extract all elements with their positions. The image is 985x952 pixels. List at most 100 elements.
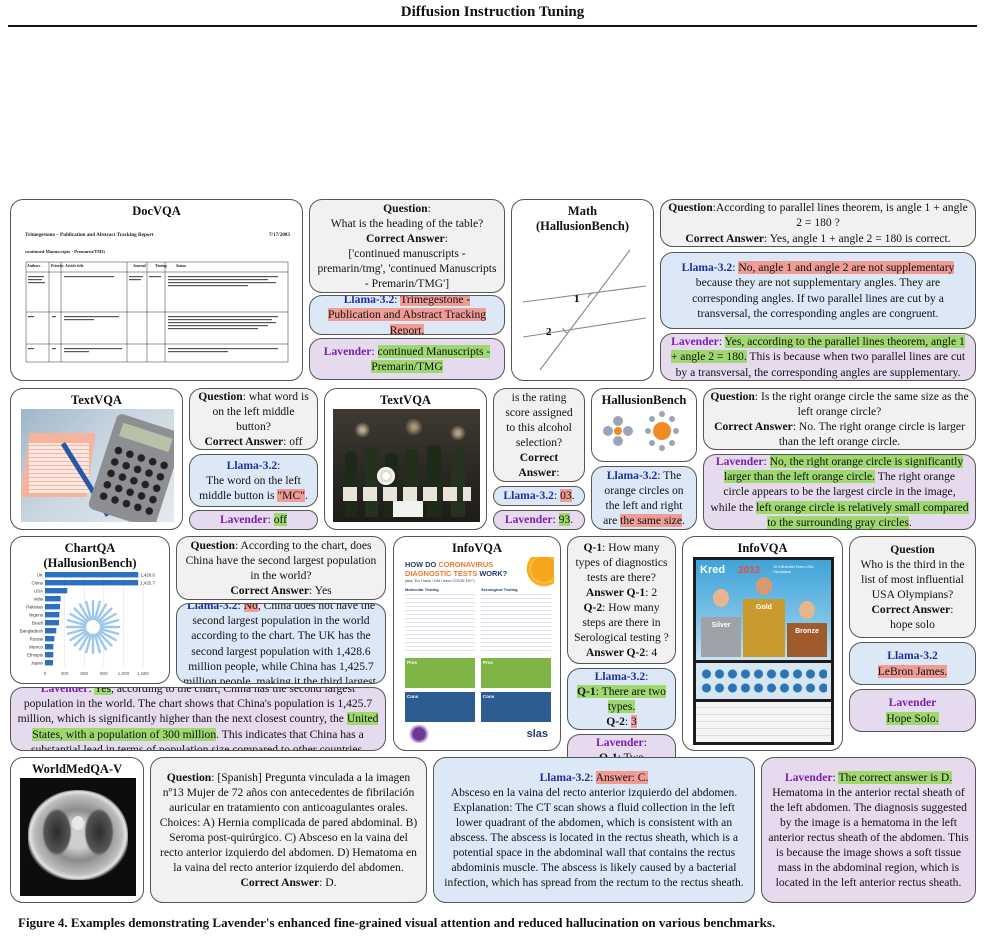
category-label: Bangladesh [20,629,44,634]
math-subtitle: (HallusionBench) [535,219,630,233]
math-lavender-box: Lavender: Yes, according to the parallel… [660,333,976,381]
math-title: Math [567,204,598,218]
x-tick-label: 0 [44,671,47,676]
right-orange-circle [653,422,671,440]
poster-line1-accent: CORONAVIRUS [438,560,494,569]
poster-line1: HOW DO [405,560,439,569]
category-label: Nigeria [29,613,43,618]
label-correct-answer: Correct Answer [871,603,951,617]
llama-label: Llama-3.2 [887,649,938,663]
poster-molecular: Molecular Testing [405,587,439,592]
bar-bangladesh [45,628,57,634]
label-correct-answer: Correct Answer [230,584,310,598]
podium-silver: Silver [711,622,731,629]
math-lavender-rest: This is because when two parallel lines … [675,350,966,379]
docvqa-card: DocVQA Trimegestone – Publication and Ab… [10,199,303,381]
textvqa1-question-box: Question: what word is on the left middl… [189,388,318,450]
category-label: Mexico [29,645,43,650]
label-question: Question [166,770,212,784]
radial-decoration [65,599,121,655]
olympians-poster: Kred 2012 10 Influential Team USA Olympi… [693,557,834,745]
kred-year: 2012 [738,565,761,576]
label-question: Question [383,201,428,215]
hallusion-llama-pre: The orange circles on the left and right… [603,468,684,528]
math-llama-highlight: No, angle 1 and angle 2 are not suppleme… [738,261,955,275]
bar-india [45,596,61,602]
ct-scan-image [20,778,136,896]
textvqa1-lavender-box: Lavender: off [189,510,318,530]
kred-brand: Kred [700,564,726,576]
medqa-question-box: Question: [Spanish] Pregunta vinculada a… [150,757,427,903]
textvqa1-llama-box: Llama-3.2: The word on the left middle b… [189,454,318,507]
textvqa2-question-box: Question: what is the rating score assig… [493,388,585,482]
poster-pros-left: Pros [407,660,418,665]
textvqa1-card: TextVQA [10,388,183,530]
parallel-lines-figure: 1 2 [522,249,647,371]
label-question: Question [890,542,935,556]
textvqa1-lavender-answer: off [273,513,288,527]
doc-table-header: Authors Priority Article title Journal T… [25,264,290,269]
hallusion-lavender-box: Lavender: No, the right orange circle is… [703,454,976,530]
textvqa2-card: TextVQA [324,388,487,530]
textvqa1-llama-highlight: "MC" [277,489,305,503]
category-label: Russia [30,637,44,642]
doc-col-2: Article title [65,264,84,268]
podium-gold: Gold [756,604,772,611]
chartqa-title: ChartQA [64,541,116,555]
textvqa1-llama-pre: The word on the left middle button is [199,473,301,503]
bar-brazil [45,620,60,626]
category-label: China [32,581,44,586]
lavender-label: Lavender [888,696,937,710]
label-correct-answer: Correct Answer [714,420,793,433]
infovqa2-card: InfoVQA Kred 2012 10 Influential Team US… [682,536,843,751]
docvqa-lavender-box: Lavender: continued Manuscripts - Premar… [309,338,505,380]
lavender-label: Lavender [219,513,268,527]
label-correct-answer: Correct Answer [518,451,559,480]
docvqa-title: DocVQA [132,204,181,218]
virus-purple-icon [406,725,432,743]
x-tick-label: 600 [80,671,88,676]
category-label: India [33,597,43,602]
textvqa2-lavender-box: Lavender: 93. [493,510,585,530]
bar-pakistan [45,604,61,610]
textvqa2-answer: 93 [500,480,578,481]
angle-2-label: 2 [546,326,552,338]
bar-usa [45,588,68,594]
lavender-label: Lavender [596,736,644,750]
chartqa-lavender-end: . This indicates that China has a substa… [31,727,365,751]
lavender-label: Lavender [323,344,372,358]
doc-col-4: Timing [155,264,167,268]
doc-col-3: Journal [133,264,146,268]
chartqa-lavender-mid: , according to the chart, China has the … [17,687,373,726]
doc-date: 7/17/2003 [268,232,290,238]
hallusion-llama-highlight: the same size [620,514,682,528]
doc-table [25,261,289,363]
chartqa-question-box: Question: According to the chart, does C… [176,536,386,600]
label-correct-answer: Correct Answer [685,231,765,245]
infovqa2-title: InfoVQA [737,541,788,555]
llama-label: Llama-3.2 [226,458,278,472]
covid-tests-poster: HOW DO CORONAVIRUS DIAGNOSTIC TESTS WORK… [402,557,554,745]
textvqa1-answer: off [289,435,303,449]
infovqa1-question-box: Q-1: How many types of diagnostics tests… [567,536,676,664]
calculator-photo [21,409,174,522]
textvqa2-llama-answer: 03 [560,489,572,503]
medqa-lavender-rest: Hematoma in the anterior rectal sheath o… [768,785,969,890]
medqa-lavender-box: Lavender: The correct answer is D. Hemat… [761,757,976,903]
llama-label: Llama-3.2 [594,669,646,683]
infovqa1-llama-box: Llama-3.2: Q-1: There are two types. Q-2… [567,668,676,730]
infovqa2-question-box: Question Who is the third in the list of… [849,536,976,638]
infovqa2-llama-box: Llama-3.2 LeBron James. [849,642,976,685]
infovqa1-a1: 2 [651,585,658,599]
chartqa-llama-box: Llama-3.2: No, China does not have the s… [176,603,386,684]
header-rule [8,25,977,27]
category-label: Japan [31,661,44,666]
bar-uk [45,572,139,578]
medqa-llama-box: Llama-3.2: Answer: C. Absceso en la vain… [433,757,755,903]
page-header: Diffusion Instruction Tuning [400,4,585,20]
lavender-label: Lavender [504,513,553,527]
chartqa-question: According to the chart, does China have … [185,538,377,582]
poster-line2: WORK? [477,568,508,578]
math-llama-box: Llama-3.2: No, angle 1 and angle 2 are n… [660,252,976,329]
medqa-llama-rest: Absceso en la vaina del recto anterior i… [444,785,744,890]
